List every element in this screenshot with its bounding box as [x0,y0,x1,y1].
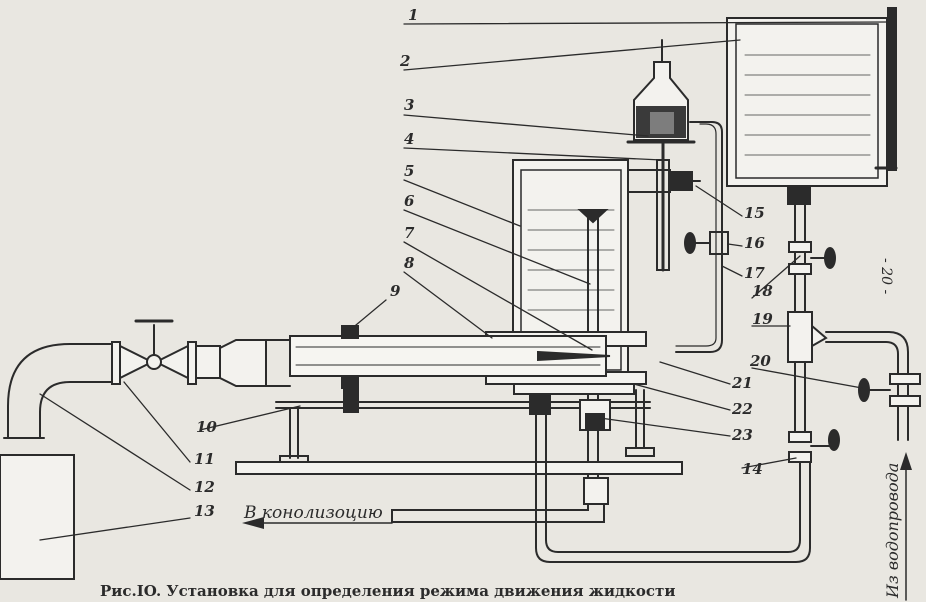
callout-12: 12 [194,478,215,496]
callout-5: 5 [404,162,414,180]
level-gauge [887,7,897,171]
callout-17: 17 [744,264,765,282]
callout-6: 6 [404,192,415,210]
pipe-valve [111,319,291,387]
leader-lines [39,21,889,541]
water-supply-label: Из водопровода [883,463,902,599]
callout-3: 3 [404,96,414,114]
figure-caption: Рис.IO. Установка для определения режима… [100,582,675,600]
callout-23: 23 [731,426,753,444]
callout-7: 7 [404,224,415,242]
callout-numbers: 1 2 3 4 5 6 7 8 9 10 11 12 13 14 15 16 1… [194,6,773,520]
callout-4: 4 [404,130,414,148]
callout-16: 16 [744,234,765,252]
receiving-tank [0,454,75,580]
callout-8: 8 [404,254,415,272]
callout-15: 15 [744,204,765,222]
drain-pipe [391,477,609,523]
supply-line [787,185,909,463]
callout-13: 13 [194,502,215,520]
valve-16 [684,231,729,255]
support-9 [341,325,359,339]
valve-20 [858,373,921,407]
callout-19: 19 [752,310,773,328]
main-reservoir [512,159,629,501]
drain-label: В конолизоцию [243,503,383,523]
callout-2: 2 [399,52,410,70]
callout-10: 10 [196,418,217,436]
callout-1: 1 [408,6,418,24]
page-number: - 20 - [878,258,894,294]
callout-21: 21 [731,374,753,392]
callout-22: 22 [731,400,753,418]
upper-tank [726,7,898,187]
callout-20: 20 [749,352,771,370]
stand [235,387,683,475]
callout-14: 14 [742,460,763,478]
dye-vessel [626,39,696,272]
callout-9: 9 [390,282,401,300]
outlet-elbow [3,343,113,439]
callout-18: 18 [752,282,773,300]
callout-11: 11 [194,450,215,468]
